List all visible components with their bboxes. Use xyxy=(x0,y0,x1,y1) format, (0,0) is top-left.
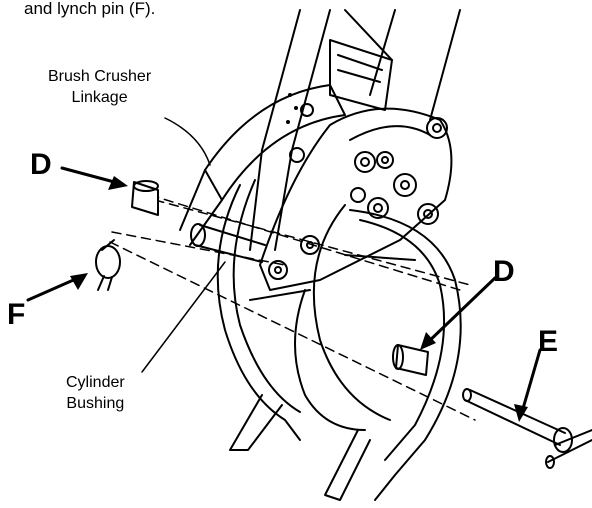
bushing-right xyxy=(392,344,429,376)
letter-e: E xyxy=(538,325,559,358)
cylinder-bushing-line1: Cylinder xyxy=(66,374,125,391)
linkage-plate xyxy=(179,84,346,246)
lynch-pin xyxy=(95,239,121,291)
side-plate xyxy=(259,107,453,291)
bolts xyxy=(268,103,448,280)
brush-crusher-linkage-line2: Linkage xyxy=(71,89,128,106)
arrows xyxy=(26,166,542,414)
arrow-head-d-right xyxy=(420,332,436,350)
brush-crusher-linkage-line1: Brush Crusher xyxy=(48,68,152,85)
cylinder-bushing-label: Cylinder Bushing xyxy=(66,372,125,414)
boom-arm xyxy=(249,9,461,251)
pin xyxy=(462,388,592,469)
caption-text: and lynch pin (F). xyxy=(24,0,156,18)
brush-crusher-linkage-label: Brush Crusher Linkage xyxy=(48,66,151,108)
letter-d-left: D xyxy=(30,148,52,181)
leader-lines xyxy=(141,117,226,373)
arrow-head-e xyxy=(514,404,528,422)
jaws xyxy=(216,179,462,501)
arrow-head-f xyxy=(70,273,88,290)
alignment-lines xyxy=(109,194,476,421)
cylinder-bushing-line2: Bushing xyxy=(66,395,125,412)
letter-f: F xyxy=(7,298,26,331)
letter-d-right: D xyxy=(493,255,515,288)
arrow-head-d-left xyxy=(108,176,128,190)
bushing-left xyxy=(131,180,159,216)
